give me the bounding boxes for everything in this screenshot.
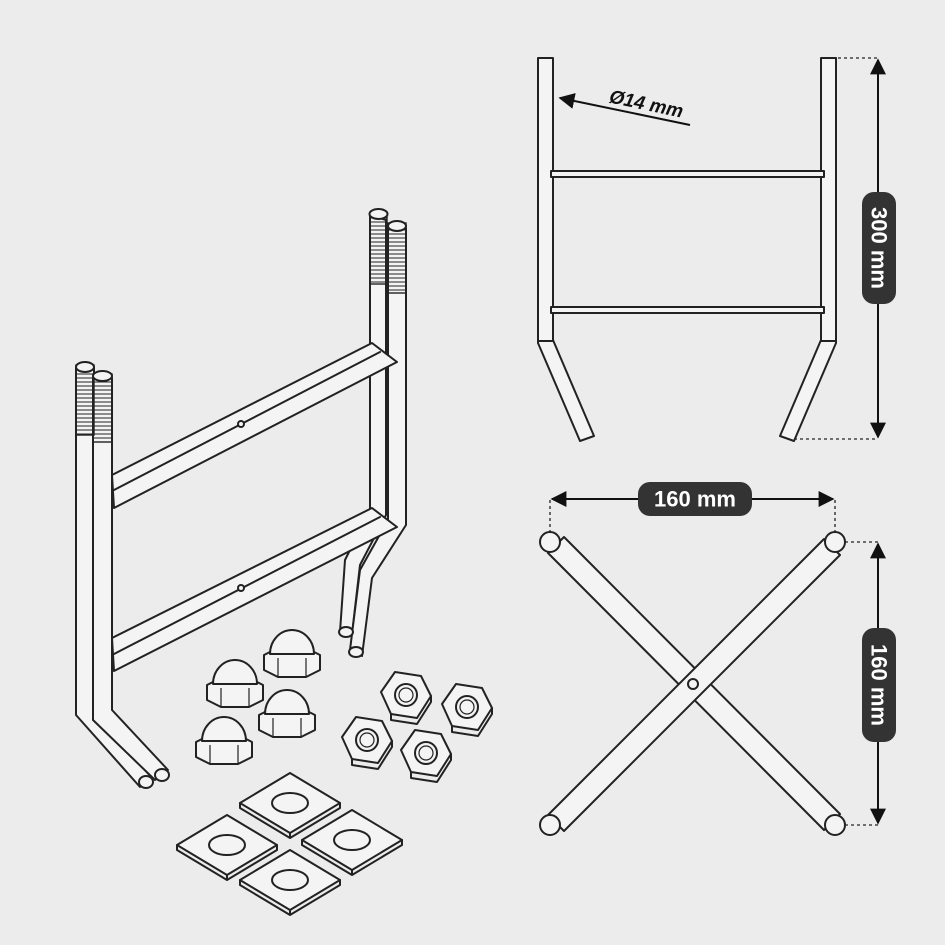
cap-nuts xyxy=(195,629,321,765)
rod-diameter-label: Ø14 mm xyxy=(607,87,685,123)
cap-nut xyxy=(263,629,321,678)
diameter-leader-arrow xyxy=(558,93,691,126)
cap-nut xyxy=(206,659,264,708)
hex-nut xyxy=(380,671,432,725)
square-washer xyxy=(239,772,341,839)
front-view: Ø14 mm 300 mm xyxy=(537,57,896,442)
top-view: 160 mm 160 mm xyxy=(539,482,896,836)
hex-nut xyxy=(341,716,393,770)
upper-cross-brace xyxy=(111,342,398,509)
square-washer xyxy=(301,809,403,876)
back-right-legs xyxy=(338,208,407,658)
cap-nut xyxy=(195,716,253,765)
depth-label-badge xyxy=(862,628,896,742)
hex-nuts xyxy=(341,671,493,783)
depth-label: 160 mm xyxy=(867,644,892,726)
square-washer xyxy=(239,849,341,916)
height-label-badge xyxy=(862,192,896,304)
width-label-badge xyxy=(638,482,752,516)
width-label: 160 mm xyxy=(654,487,736,512)
square-washer xyxy=(176,814,278,881)
square-washers xyxy=(176,772,403,916)
hex-nut xyxy=(400,729,452,783)
height-label: 300 mm xyxy=(867,207,892,289)
lower-cross-brace xyxy=(111,507,398,672)
isometric-frame-assembly xyxy=(75,208,407,789)
front-left-legs xyxy=(75,361,170,789)
hex-nut xyxy=(441,683,493,737)
cap-nut xyxy=(258,689,316,738)
